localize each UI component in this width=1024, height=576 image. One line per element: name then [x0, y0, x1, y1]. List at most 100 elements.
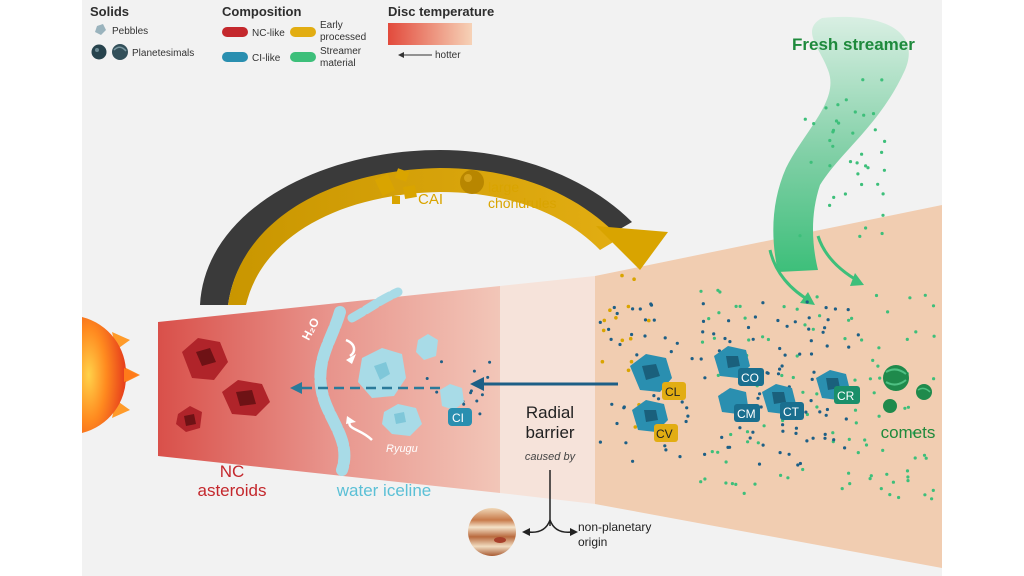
outward-transport-arrow: [200, 150, 668, 305]
radial-barrier-gap: [500, 276, 595, 504]
comet: [883, 365, 909, 391]
pebble-dot: [834, 119, 839, 123]
legend-hotter-label: hotter: [435, 50, 461, 61]
pebble-dot: [798, 352, 802, 356]
pebble-dot: [879, 487, 883, 491]
pebble-dot: [425, 377, 429, 380]
pebble-dot: [680, 400, 684, 404]
pebble-dot: [883, 139, 887, 143]
pebble-dot: [923, 493, 927, 497]
pebble-dot: [785, 324, 789, 328]
pebble-dot: [877, 414, 881, 418]
pebble-dot: [812, 370, 816, 374]
pebble-dot: [931, 304, 936, 308]
pebble-dot: [624, 441, 628, 445]
pebble-dot: [435, 390, 439, 394]
pebble-dot: [930, 497, 934, 501]
comet: [916, 384, 932, 400]
pebble-dot: [710, 450, 714, 454]
pebble-dot: [805, 439, 809, 443]
pebble-dot: [609, 337, 613, 341]
pebble-dot: [840, 487, 844, 491]
pebble-dot: [699, 480, 703, 484]
cv-label: CV: [656, 427, 673, 441]
pebble-dot: [876, 182, 880, 186]
pebble-dot: [878, 376, 882, 380]
pebble-dot: [618, 342, 622, 347]
pebble-dot: [847, 437, 851, 441]
pebble-dot: [858, 234, 862, 238]
pebble-dot: [828, 203, 832, 207]
pebble-dot: [700, 340, 705, 344]
cl-planetesimal: [630, 354, 672, 392]
jupiter-planet: [468, 508, 516, 556]
pebble-dot: [906, 475, 910, 479]
pebble-dot: [608, 308, 612, 313]
pebble-dot: [724, 481, 728, 485]
temperature-gradient-bar: [388, 23, 472, 45]
pebble-dot: [818, 314, 822, 318]
pebble-dot: [809, 352, 814, 356]
pebble-dot: [746, 440, 750, 444]
pebble-dot: [809, 160, 813, 164]
pebble-dot: [743, 316, 747, 320]
pebble-dot: [626, 304, 631, 309]
pebble-dot: [612, 305, 616, 310]
nc-label: NC: [220, 462, 245, 481]
planetesimal-icon: [91, 44, 107, 60]
nc-asteroid: [176, 406, 202, 432]
pebble-dot: [823, 326, 827, 330]
pebble-dot: [664, 448, 668, 452]
pebble-dot: [781, 429, 785, 433]
pebble-dot: [716, 373, 720, 377]
pebble-dot: [615, 421, 619, 426]
pebble-dot: [824, 413, 828, 417]
pebble-dot: [853, 378, 857, 382]
pebble-dot: [844, 417, 848, 421]
pebble-dot: [663, 336, 667, 340]
pebble-dot: [690, 357, 694, 361]
pebble-dot: [717, 311, 721, 315]
nc-asteroid: [222, 380, 270, 416]
pebble-dot: [707, 317, 711, 321]
pebble-dot: [869, 474, 873, 478]
pebble-dot: [828, 164, 832, 168]
pebble-dot: [837, 121, 841, 125]
pebble-dot: [669, 350, 673, 354]
pebble-dot: [847, 345, 851, 349]
pebble-dot: [701, 330, 705, 334]
pebble-dot: [863, 438, 867, 442]
pebble-dot: [663, 444, 667, 448]
pebble-dot: [748, 436, 752, 440]
pebble-dot: [871, 358, 875, 362]
pebble-dot: [848, 160, 853, 164]
pebble-dot: [602, 318, 607, 323]
pebble-dot: [864, 443, 869, 447]
caused-by-label: caused by: [525, 451, 577, 463]
pebble-dot: [745, 430, 750, 434]
pebble-dot: [783, 353, 787, 357]
pebble-dot: [728, 340, 732, 344]
pebble-dot: [781, 423, 785, 427]
pebble-dot: [786, 476, 790, 480]
pebble-dot: [622, 406, 626, 410]
pebble-dot: [762, 424, 766, 428]
pebble-dot: [779, 473, 783, 477]
pebble-dot: [880, 150, 884, 154]
pebble-dot: [861, 78, 865, 82]
pebble-dot: [846, 308, 850, 312]
pebble-dot: [632, 277, 636, 282]
cr-badge: [834, 386, 860, 404]
pebble-dot: [600, 359, 605, 364]
pebble-dot: [747, 338, 751, 342]
ci-planetesimal: [440, 384, 464, 410]
pebble-dot: [803, 323, 807, 327]
outer-disc: [595, 205, 942, 568]
pebble-dot: [836, 103, 840, 107]
pebble-dot: [730, 482, 735, 486]
pebble-dot: [922, 453, 927, 457]
pebble-dot: [724, 460, 728, 464]
pebble-dot: [804, 410, 808, 414]
pebble-dot: [844, 98, 848, 102]
pebble-dot: [791, 375, 795, 380]
